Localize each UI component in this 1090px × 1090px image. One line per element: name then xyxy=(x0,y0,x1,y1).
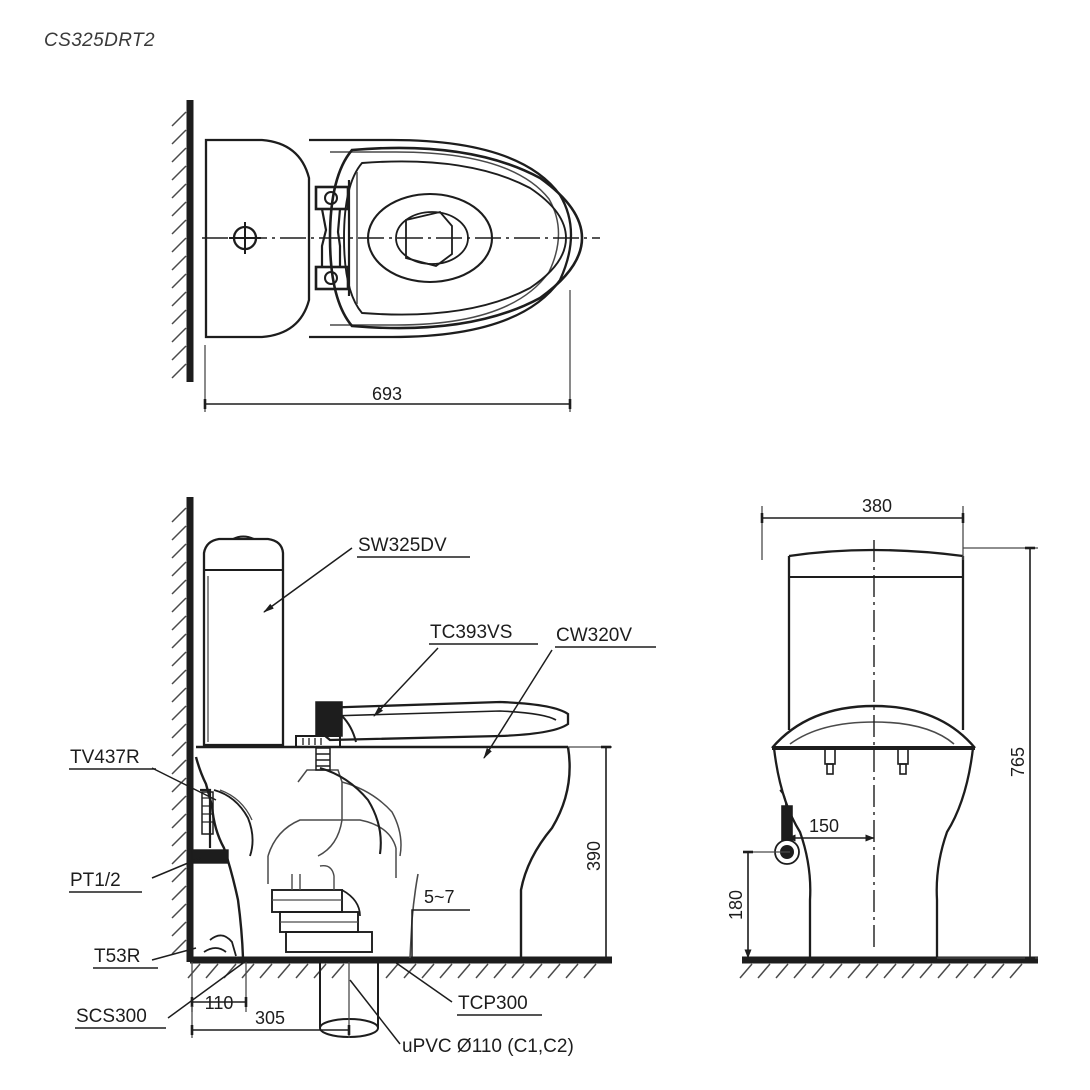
dimension-gap-text: 5~7 xyxy=(424,887,455,907)
part-label-t53r-text: T53R xyxy=(94,946,140,967)
leader-tv437r xyxy=(151,767,217,801)
wall-side-view xyxy=(171,497,194,962)
page-title: CS325DRT2 xyxy=(44,30,155,51)
floor-side-view xyxy=(187,956,612,979)
bowl-plan xyxy=(309,138,573,339)
seat-hinge-plan xyxy=(314,172,358,304)
bowl-front xyxy=(772,747,975,958)
bowl-side xyxy=(194,745,571,959)
dimension-380-text: 380 xyxy=(862,496,892,516)
part-label-scs300-text: SCS300 xyxy=(76,1006,147,1027)
dimension-765: 765 xyxy=(937,546,1038,960)
leader-upvc xyxy=(349,979,401,1045)
dimension-305: 305 xyxy=(190,962,351,1038)
part-label-cw320v-text: CW320V xyxy=(556,625,632,646)
trapway-plan xyxy=(405,210,453,267)
leader-tcp300 xyxy=(391,959,453,1003)
part-label-t53r: T53R xyxy=(93,946,158,969)
floor-front-view xyxy=(739,956,1038,979)
seat-bolts-front xyxy=(824,747,909,775)
dimension-765-text: 765 xyxy=(1008,747,1028,777)
dimension-390-text: 390 xyxy=(584,841,604,871)
dimension-110-text: 110 xyxy=(205,993,234,1013)
leader-cw320v xyxy=(483,649,553,759)
part-label-tv437r: TV437R xyxy=(69,747,156,770)
part-label-sw325dv-text: SW325DV xyxy=(358,535,447,556)
dimension-180: 180 xyxy=(726,850,790,959)
leader-sw325dv xyxy=(263,547,353,613)
part-label-scs300: SCS300 xyxy=(75,1006,166,1029)
dimension-110: 110 xyxy=(190,962,248,1013)
dimension-150: 150 xyxy=(786,816,875,842)
part-label-upvc: uPVC Ø110 (C1,C2) xyxy=(402,1036,574,1057)
dimension-693: 693 xyxy=(203,290,572,412)
leader-lines-side xyxy=(151,547,553,1045)
floor-flange-side xyxy=(271,865,373,953)
top-view: 693 xyxy=(171,100,600,412)
part-label-pt12: PT1/2 xyxy=(69,870,142,893)
front-elevation-view: 380 765 150 180 xyxy=(726,496,1038,979)
side-elevation-view: 390 5~7 110 305 xyxy=(69,497,656,1057)
seat-cover-side xyxy=(295,700,570,771)
part-label-tcp300-text: TCP300 xyxy=(458,993,528,1014)
leader-t53r xyxy=(151,947,197,961)
part-label-tv437r-text: TV437R xyxy=(70,747,140,768)
seat-inner-plan xyxy=(343,160,567,316)
tank-front xyxy=(787,548,965,730)
part-label-sw325dv: SW325DV xyxy=(357,535,470,558)
leader-pt12 xyxy=(151,857,201,879)
dimension-gap-5-7: 5~7 xyxy=(411,887,470,958)
part-label-tcp300: TCP300 xyxy=(457,993,542,1016)
dimension-693-text: 693 xyxy=(372,384,402,404)
part-label-tc393vs-text: TC393VS xyxy=(430,622,512,643)
part-label-tc393vs: TC393VS xyxy=(429,622,538,645)
seat-bolt-side xyxy=(315,747,331,771)
leader-scs300 xyxy=(167,957,251,1019)
part-label-pt12-text: PT1/2 xyxy=(70,870,121,891)
angle-valve-side xyxy=(191,788,254,864)
tank-side xyxy=(202,535,285,747)
dimension-390: 390 xyxy=(568,745,613,960)
seat-hinge-side xyxy=(315,701,343,737)
supply-valve-front[interactable] xyxy=(774,789,800,865)
part-label-upvc-text: uPVC Ø110 (C1,C2) xyxy=(402,1036,574,1057)
pt-connector xyxy=(191,849,229,864)
dimension-180-text: 180 xyxy=(726,890,746,920)
wall-top-view xyxy=(171,100,194,382)
floor-fixing-side xyxy=(203,934,237,957)
bowl-internal-detail xyxy=(267,769,402,884)
leader-tc393vs xyxy=(373,647,439,717)
dimension-380: 380 xyxy=(760,496,965,560)
part-label-cw320v: CW320V xyxy=(555,625,656,648)
dimension-305-text: 305 xyxy=(255,1008,285,1028)
bowl-outlet-curve xyxy=(319,766,382,855)
dimension-150-text: 150 xyxy=(809,816,839,836)
